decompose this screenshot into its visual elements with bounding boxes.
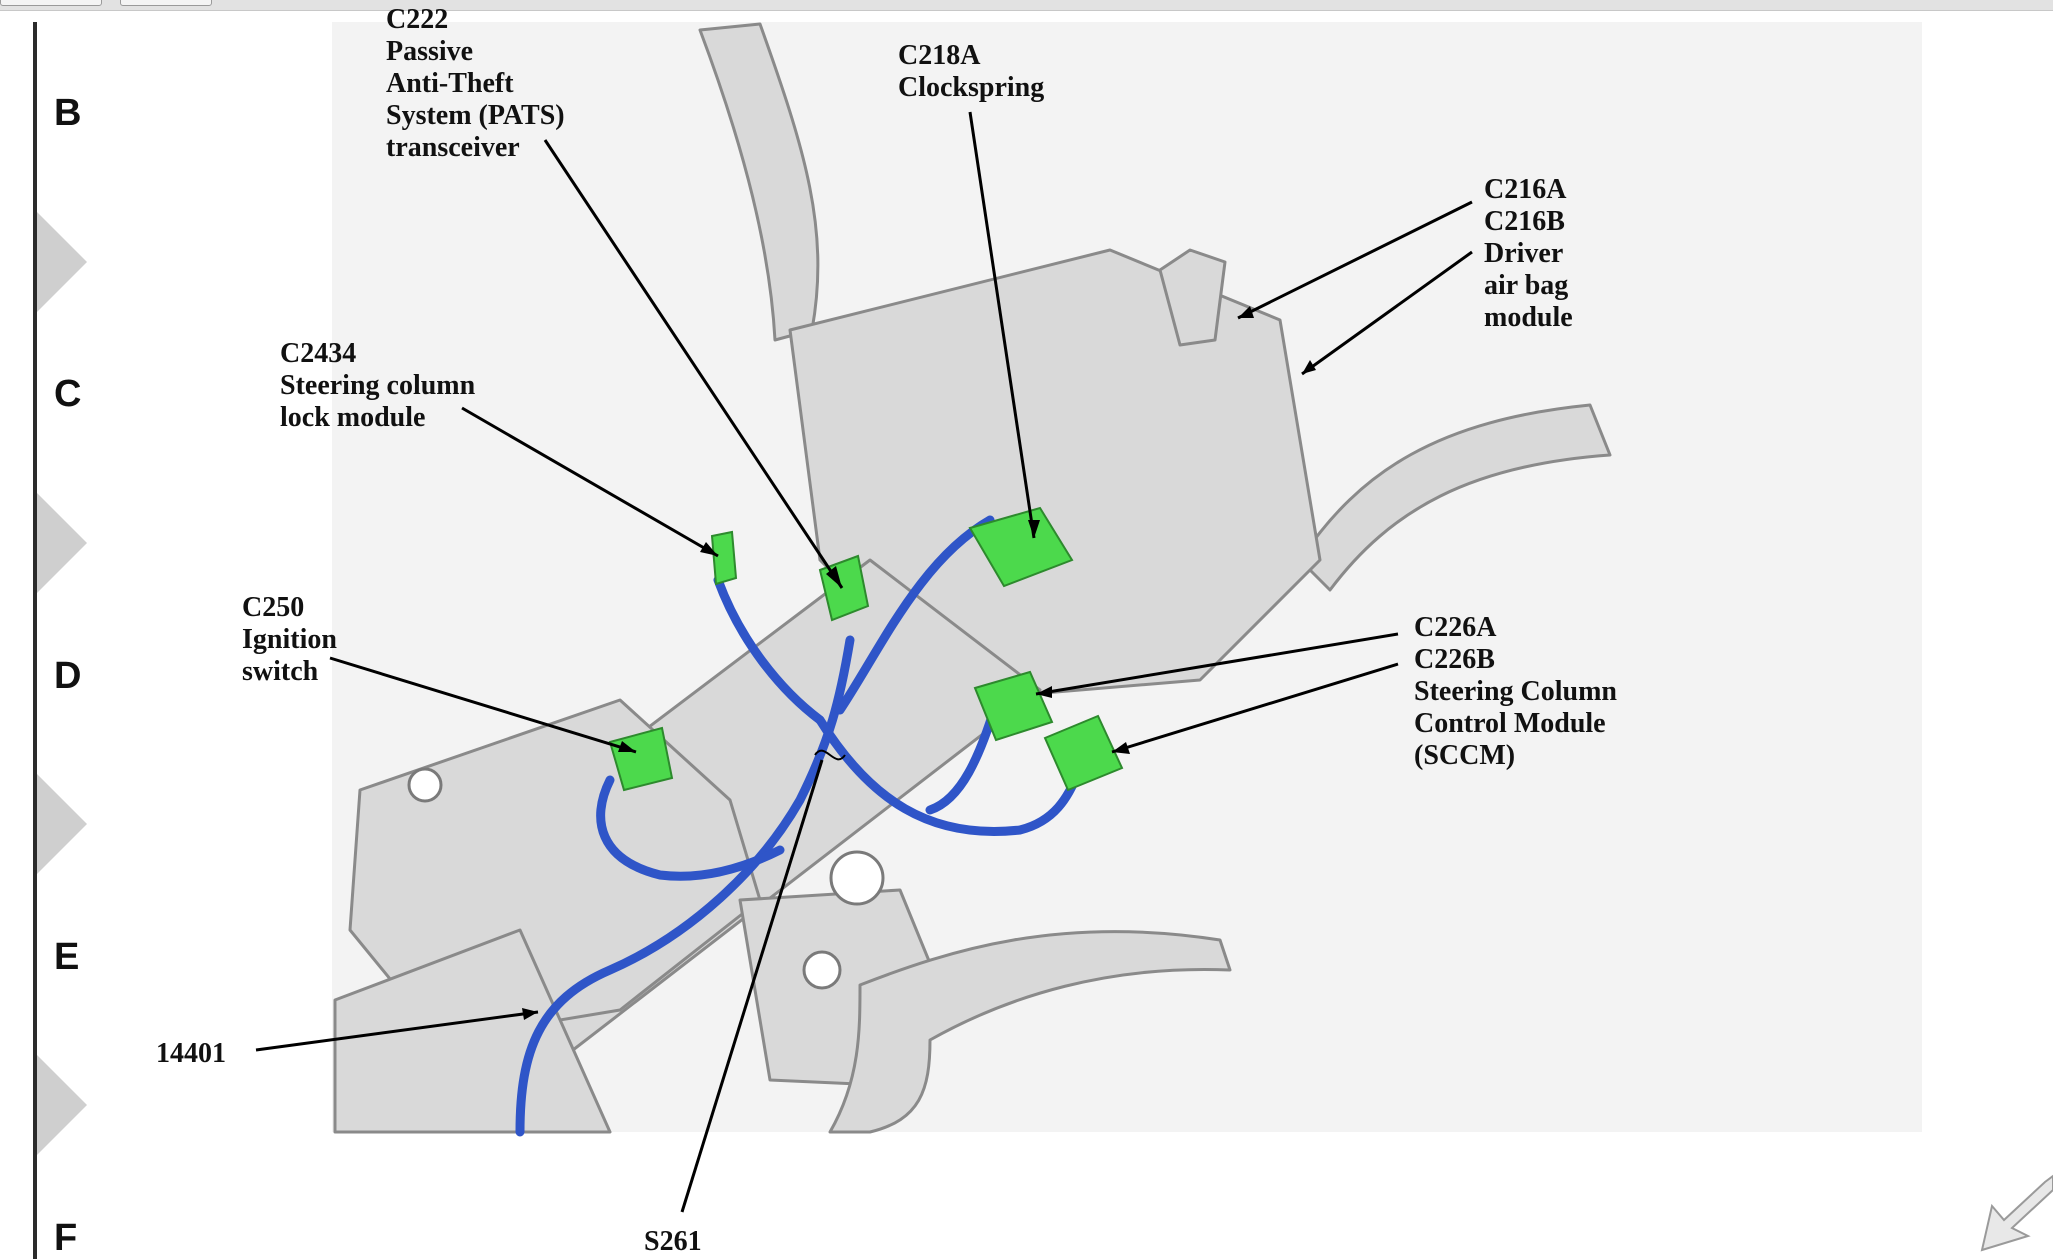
c226a-code: C226A	[1414, 612, 1497, 643]
zone-divider-chevron	[37, 1055, 87, 1155]
c2434-line-2: lock module	[280, 402, 426, 433]
bracket	[1158, 248, 1227, 347]
splice-mark	[814, 749, 846, 761]
viewer-top-bar	[0, 0, 2053, 11]
c226b-code: C226B	[1414, 644, 1495, 675]
c218a-code: C218A	[898, 40, 981, 71]
c250-line-2: switch	[242, 656, 319, 687]
connector-c2434	[710, 530, 738, 586]
c216-line-3: module	[1484, 302, 1573, 333]
c216-line-2: air bag	[1484, 270, 1569, 301]
c250-line-1: Ignition	[242, 624, 337, 655]
corner-arrow-icon[interactable]	[1980, 1174, 2053, 1252]
right-stalk	[1298, 403, 1612, 592]
label-c226: C226A C226B Steering Column Control Modu…	[1414, 612, 1617, 772]
connector-c218a	[968, 506, 1074, 588]
connector-c226b	[1043, 714, 1124, 792]
zone-label-d: D	[54, 655, 82, 697]
pats-line-1: Passive	[386, 36, 474, 67]
c218a-line-1: Clockspring	[898, 72, 1045, 103]
pats-code: C222	[386, 4, 449, 35]
zone-divider-chevron	[37, 493, 87, 593]
label-c250: C250 Ignition switch	[242, 592, 337, 688]
c226-line-2: Control Module	[1414, 708, 1606, 739]
lower-shaft	[333, 928, 612, 1134]
pats-line-2: Anti-Theft	[386, 68, 514, 99]
label-splice: S261	[644, 1226, 702, 1257]
label-harness: 14401	[156, 1038, 226, 1069]
pats-line-4: transceiver	[386, 132, 520, 163]
zone-label-c: C	[54, 373, 82, 415]
connector-c250	[608, 726, 674, 792]
label-c2434: C2434 Steering column lock module	[280, 338, 475, 434]
c250-code: C250	[242, 592, 305, 623]
zone-divider-chevron	[37, 774, 87, 874]
zone-rail	[33, 22, 37, 1259]
c2434-code: C2434	[280, 338, 357, 369]
leader-lines	[255, 111, 1473, 1213]
label-c218a: C218A Clockspring	[898, 40, 1044, 104]
upper-stalk	[698, 22, 820, 342]
c226-line-3: (SCCM)	[1414, 740, 1516, 771]
c216a-code: C216A	[1484, 174, 1567, 205]
pats-line-3: System (PATS)	[386, 100, 565, 131]
toolbar-button[interactable]	[120, 0, 212, 6]
c226-line-1: Steering Column	[1414, 676, 1617, 707]
c216b-code: C216B	[1484, 206, 1565, 237]
connector-c226a	[973, 670, 1054, 742]
toolbar-button[interactable]	[0, 0, 102, 6]
lower-lever	[828, 930, 1232, 1134]
zone-label-f: F	[54, 1217, 78, 1259]
zone-divider-chevron	[37, 212, 87, 312]
label-c216: C216A C216B Driver air bag module	[1484, 174, 1573, 334]
zone-label-b: B	[54, 92, 82, 134]
zone-label-e: E	[54, 936, 80, 978]
label-pats: C222 Passive Anti-Theft System (PATS) tr…	[386, 4, 565, 164]
c2434-line-1: Steering column	[280, 370, 476, 401]
c216-line-1: Driver	[1484, 238, 1564, 269]
